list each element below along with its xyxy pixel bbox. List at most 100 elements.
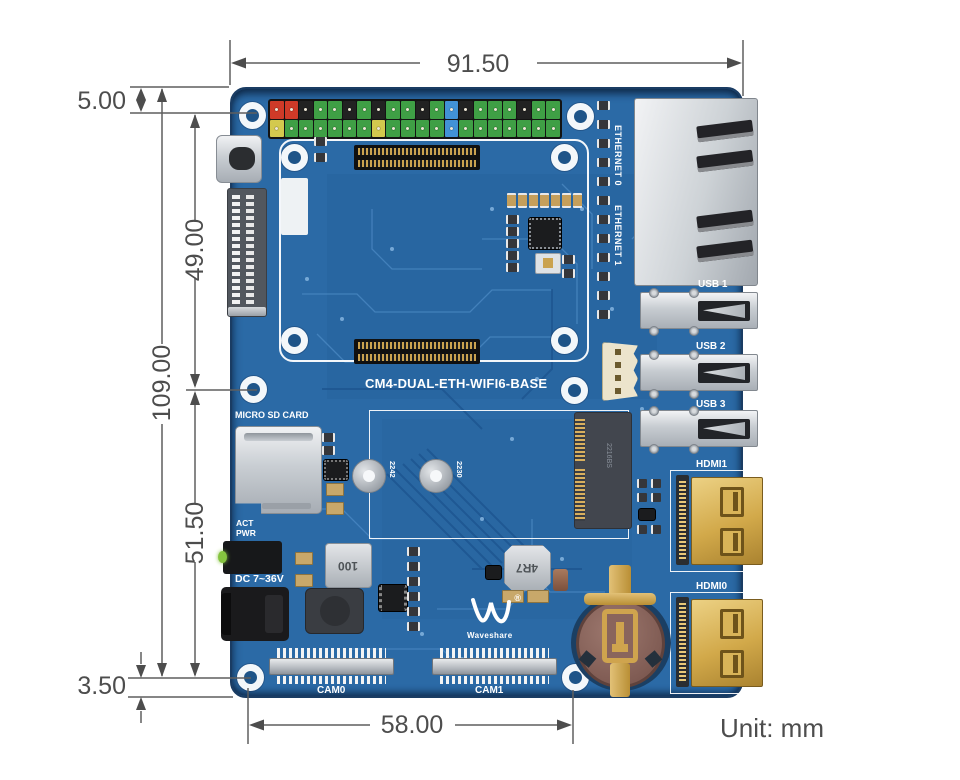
hdmi0-pin-strip: [676, 597, 689, 687]
b2b-connector-bottom: [354, 339, 480, 364]
gpio-pin-black: [371, 101, 386, 119]
hdmi0-port: [691, 599, 763, 687]
usb2-label: USB 2: [696, 341, 726, 352]
gpio-pin-blue: [444, 101, 459, 119]
gpio-pin-green: [357, 101, 371, 119]
brand-name: Waveshare: [467, 631, 513, 640]
gpio-pin-green: [299, 119, 313, 137]
tantalum-cap: [553, 569, 568, 591]
dc-jack: [221, 587, 289, 641]
usb1-label: USB 1: [698, 279, 728, 290]
status-led-block: [218, 541, 282, 574]
cam0-label: CAM0: [317, 685, 346, 696]
ethernet0-label: ETHERNET 0: [613, 125, 623, 187]
dim-board-height: 109.00: [148, 88, 176, 677]
svg-text:5.00: 5.00: [77, 87, 126, 115]
gpio-pin-black: [517, 101, 531, 119]
gpio-pin-green: [313, 119, 328, 137]
inductor-dark: [305, 588, 364, 634]
gpio-pin-green: [386, 101, 400, 119]
b2b-connector-top: [354, 145, 480, 170]
led-green: [218, 551, 227, 563]
gpio-pin-green: [546, 119, 560, 137]
board-hole-top-right: [567, 103, 594, 130]
hdmi1-pin-strip: [676, 475, 689, 565]
gpio-pin-black: [415, 101, 430, 119]
hdmi1-outline: [670, 470, 768, 572]
hdmi1-label: HDMI1: [696, 459, 728, 470]
board-hole-mid-right: [561, 377, 588, 404]
usb-c-port: [216, 135, 262, 183]
gpio-pin-green: [531, 101, 546, 119]
gpio-pin-green: [328, 119, 342, 137]
gpio-pin-red: [270, 101, 284, 119]
act-label: ACT: [236, 518, 254, 528]
pcb-board: ETHERNET 0 ETHERNET 1 USB 1 USB 2 USB 3: [216, 87, 768, 698]
hdmi1-port: [691, 477, 763, 565]
gpio-pin-green: [342, 119, 357, 137]
gpio-pin-green: [400, 119, 415, 137]
pwr-label: PWR: [236, 528, 256, 538]
gpio-pin-green: [502, 101, 517, 119]
m2-key-slot: 2216BS: [574, 412, 632, 529]
hdmi0-label: HDMI0: [696, 581, 728, 592]
gpio-pin-green: [488, 119, 502, 137]
mounting-hole: [551, 144, 578, 171]
micro-sd-label: MICRO SD CARD: [235, 410, 309, 420]
cam1-label: CAM1: [475, 685, 504, 696]
gpio-pin-yellow: [371, 119, 386, 137]
dim-bottom-offset: 3.50: [77, 652, 251, 723]
gpio-pin-green: [415, 119, 430, 137]
svg-text:3.50: 3.50: [77, 672, 126, 700]
board-hole-top-left: [239, 102, 266, 129]
gpio-pin-blue: [444, 119, 459, 137]
rtc-battery-holder: [571, 565, 671, 697]
unit-label: Unit: mm: [720, 713, 824, 743]
mounting-hole: [281, 327, 308, 354]
gpio-pin-green: [473, 101, 488, 119]
gpio-pin-green: [502, 119, 517, 137]
ethernet-rj45-jack: [634, 98, 758, 286]
svg-text:51.50: 51.50: [181, 502, 209, 565]
dim-lower-zone: 51.50: [181, 391, 209, 677]
standoff-2242-label: 2242: [388, 461, 397, 478]
inductor-4r7: 4R7: [504, 545, 551, 591]
gpio-pin-green: [357, 119, 371, 137]
svg-text:109.00: 109.00: [148, 345, 176, 421]
gpio-pin-green: [517, 119, 531, 137]
gpio-pin-green: [328, 101, 342, 119]
mounting-hole: [551, 327, 578, 354]
wifi-ic: [529, 218, 561, 249]
regulator-ic: [379, 585, 407, 611]
board-hole-mid-left: [240, 376, 267, 403]
brand-logo: ® Waveshare: [465, 593, 523, 645]
dim-cm4-zone: 49.00: [181, 114, 209, 388]
gpio-pin-green: [430, 119, 444, 137]
gpio-pin-green: [546, 101, 560, 119]
gpio-pin-green: [284, 119, 299, 137]
gpio-pin-green: [531, 119, 546, 137]
gpio-pin-green: [386, 119, 400, 137]
svg-text:49.00: 49.00: [181, 219, 209, 282]
dc-input-label: DC 7~36V: [235, 573, 284, 585]
svg-text:91.50: 91.50: [447, 50, 510, 78]
cam1-connector: [432, 648, 557, 686]
svg-text:58.00: 58.00: [381, 711, 444, 739]
gpio-pin-green: [313, 101, 328, 119]
silkscreen-label-area: [281, 178, 308, 235]
gpio-header: [268, 99, 562, 139]
gpio-pin-red: [284, 101, 299, 119]
inductor-100: 100: [325, 543, 372, 588]
micro-sd-slot: [235, 426, 322, 514]
crystal-oscillator: [535, 253, 561, 274]
wifi-chip-cluster: [502, 189, 592, 284]
gpio-pin-black: [459, 101, 473, 119]
board-hole-bottom-left: [237, 664, 264, 691]
gpio-pin-green: [400, 101, 415, 119]
m2-standoff-2242: [352, 459, 386, 493]
gpio-pin-black: [299, 101, 313, 119]
gpio-pin-black: [342, 101, 357, 119]
ethernet1-label: ETHERNET 1: [613, 205, 623, 267]
gpio-pin-green: [430, 101, 444, 119]
passive-column: [407, 547, 420, 631]
